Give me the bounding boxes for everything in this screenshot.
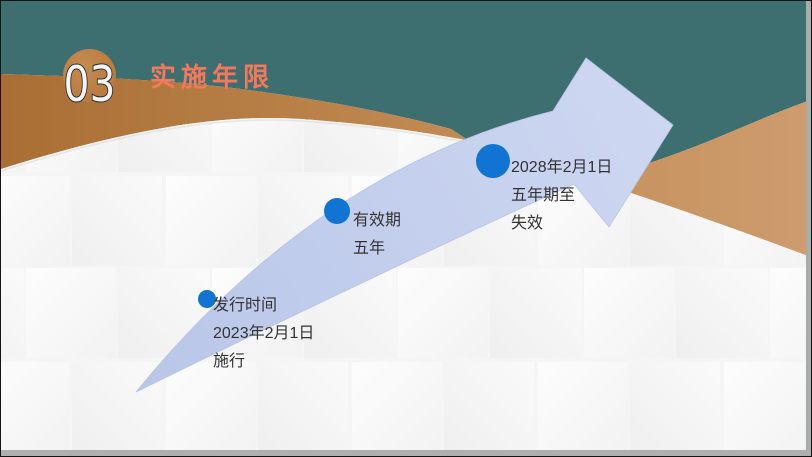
white-wave-edge-shadow: [1, 119, 472, 172]
milestone-3: 2028年2月1日 五年期至 失效: [511, 154, 612, 238]
milestone-line: 失效: [511, 215, 544, 232]
section-number-badge: 03: [62, 49, 117, 114]
canvas-edge-bottom: [1, 450, 811, 456]
milestone-dot-1: [198, 290, 216, 308]
milestone-1: 发行时间 2023年2月1日 施行: [213, 292, 314, 376]
milestone-line: 发行时间: [213, 297, 278, 314]
milestone-line: 施行: [213, 353, 246, 370]
milestone-dot-3: [476, 144, 510, 178]
milestone-line: 五年: [353, 240, 386, 257]
canvas-edge-right: [806, 1, 811, 456]
brown-wave: [1, 74, 808, 256]
growth-arrow: [135, 57, 674, 393]
milestone-dot-2: [324, 198, 350, 224]
milestone-line: 2023年2月1日: [213, 325, 315, 342]
slide-title: 实施年限: [150, 62, 275, 92]
badge-number-graphic: 03: [62, 55, 116, 114]
milestone-2: 有效期 五年: [353, 207, 401, 263]
milestone-line: 有效期: [353, 212, 402, 229]
milestone-line: 2028年2月1日: [511, 159, 613, 176]
milestone-line: 五年期至: [511, 187, 576, 204]
badge-number: 03: [64, 56, 116, 113]
